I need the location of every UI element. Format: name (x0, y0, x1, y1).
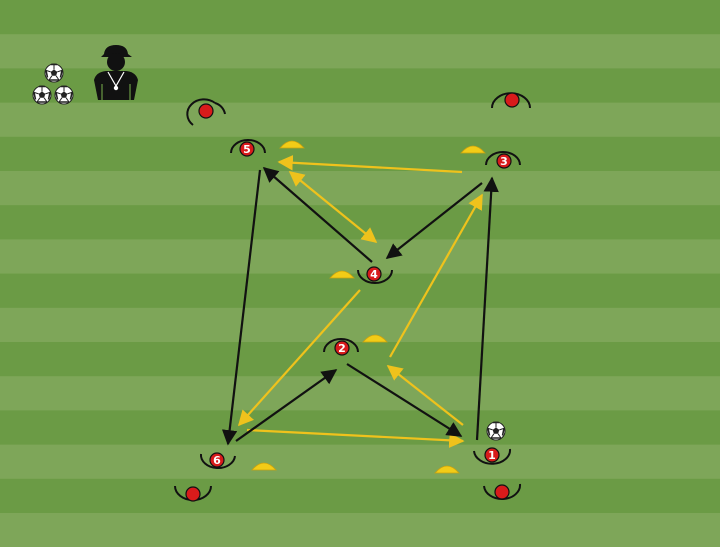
coach-silhouette-icon (94, 45, 138, 100)
pass-arrow-5-4-return (288, 171, 378, 243)
soccer-ball-icon (54, 85, 74, 105)
pass-arrow-3-to-5 (277, 155, 463, 174)
player-number: 2 (338, 342, 346, 355)
run-arrow-6-to-2 (235, 369, 338, 442)
pass-arrow-4-to-6 (237, 289, 361, 427)
pass-arrow-2-to-3 (389, 193, 483, 358)
waiting-player-icon (174, 485, 212, 502)
waiting-players (174, 92, 531, 502)
run-arrow-1-to-3 (475, 176, 499, 441)
pass-arrow-6-to-1 (246, 428, 465, 448)
run-arrow-3-to-4 (385, 182, 483, 259)
cone-icon (329, 270, 355, 279)
grass-stripe (0, 0, 720, 35)
run-arrow-4-to-5 (262, 166, 373, 263)
grass-stripe (0, 171, 720, 206)
run-arrows (221, 166, 499, 446)
grass-stripe (0, 513, 720, 547)
player-3: 3 (485, 151, 521, 169)
cone-icon (460, 145, 486, 154)
player-number: 6 (213, 454, 221, 467)
cones (251, 140, 486, 474)
player-number: 5 (243, 143, 251, 156)
run-arrow-2-to-1 (346, 363, 463, 437)
player-number: 3 (500, 155, 508, 168)
grass-stripe (0, 410, 720, 446)
waiting-player-icon (491, 92, 531, 109)
player-4: 4 (357, 266, 393, 284)
grass-stripe (0, 239, 720, 275)
player-6: 6 (199, 452, 236, 469)
waiting-player-icon (483, 483, 522, 501)
cone-icon (251, 462, 277, 471)
cone-icon (434, 465, 460, 474)
player-number: 1 (488, 449, 496, 462)
player-number: 4 (370, 268, 378, 281)
player-2: 2 (323, 338, 359, 356)
grass-stripe (0, 478, 720, 514)
numbered-players: 5 3 4 2 6 1 (199, 139, 521, 469)
grass-stripe (0, 307, 720, 343)
soccer-ball-icon (486, 421, 506, 441)
soccer-ball-icon (44, 63, 64, 83)
player-1: 1 (473, 447, 512, 465)
cone-icon (279, 140, 305, 149)
grass-stripe (0, 205, 720, 240)
grass-stripe (0, 376, 720, 411)
grass-stripe (0, 102, 720, 138)
player-5: 5 (230, 139, 266, 157)
pass-arrows (237, 155, 483, 448)
pass-arrow-1-to-2 (386, 365, 464, 426)
waiting-player-icon (186, 98, 226, 126)
grass-stripe (0, 444, 720, 480)
cone-icon (362, 334, 388, 343)
run-arrow-5-to-6 (221, 169, 262, 446)
soccer-ball-icon (32, 85, 52, 105)
